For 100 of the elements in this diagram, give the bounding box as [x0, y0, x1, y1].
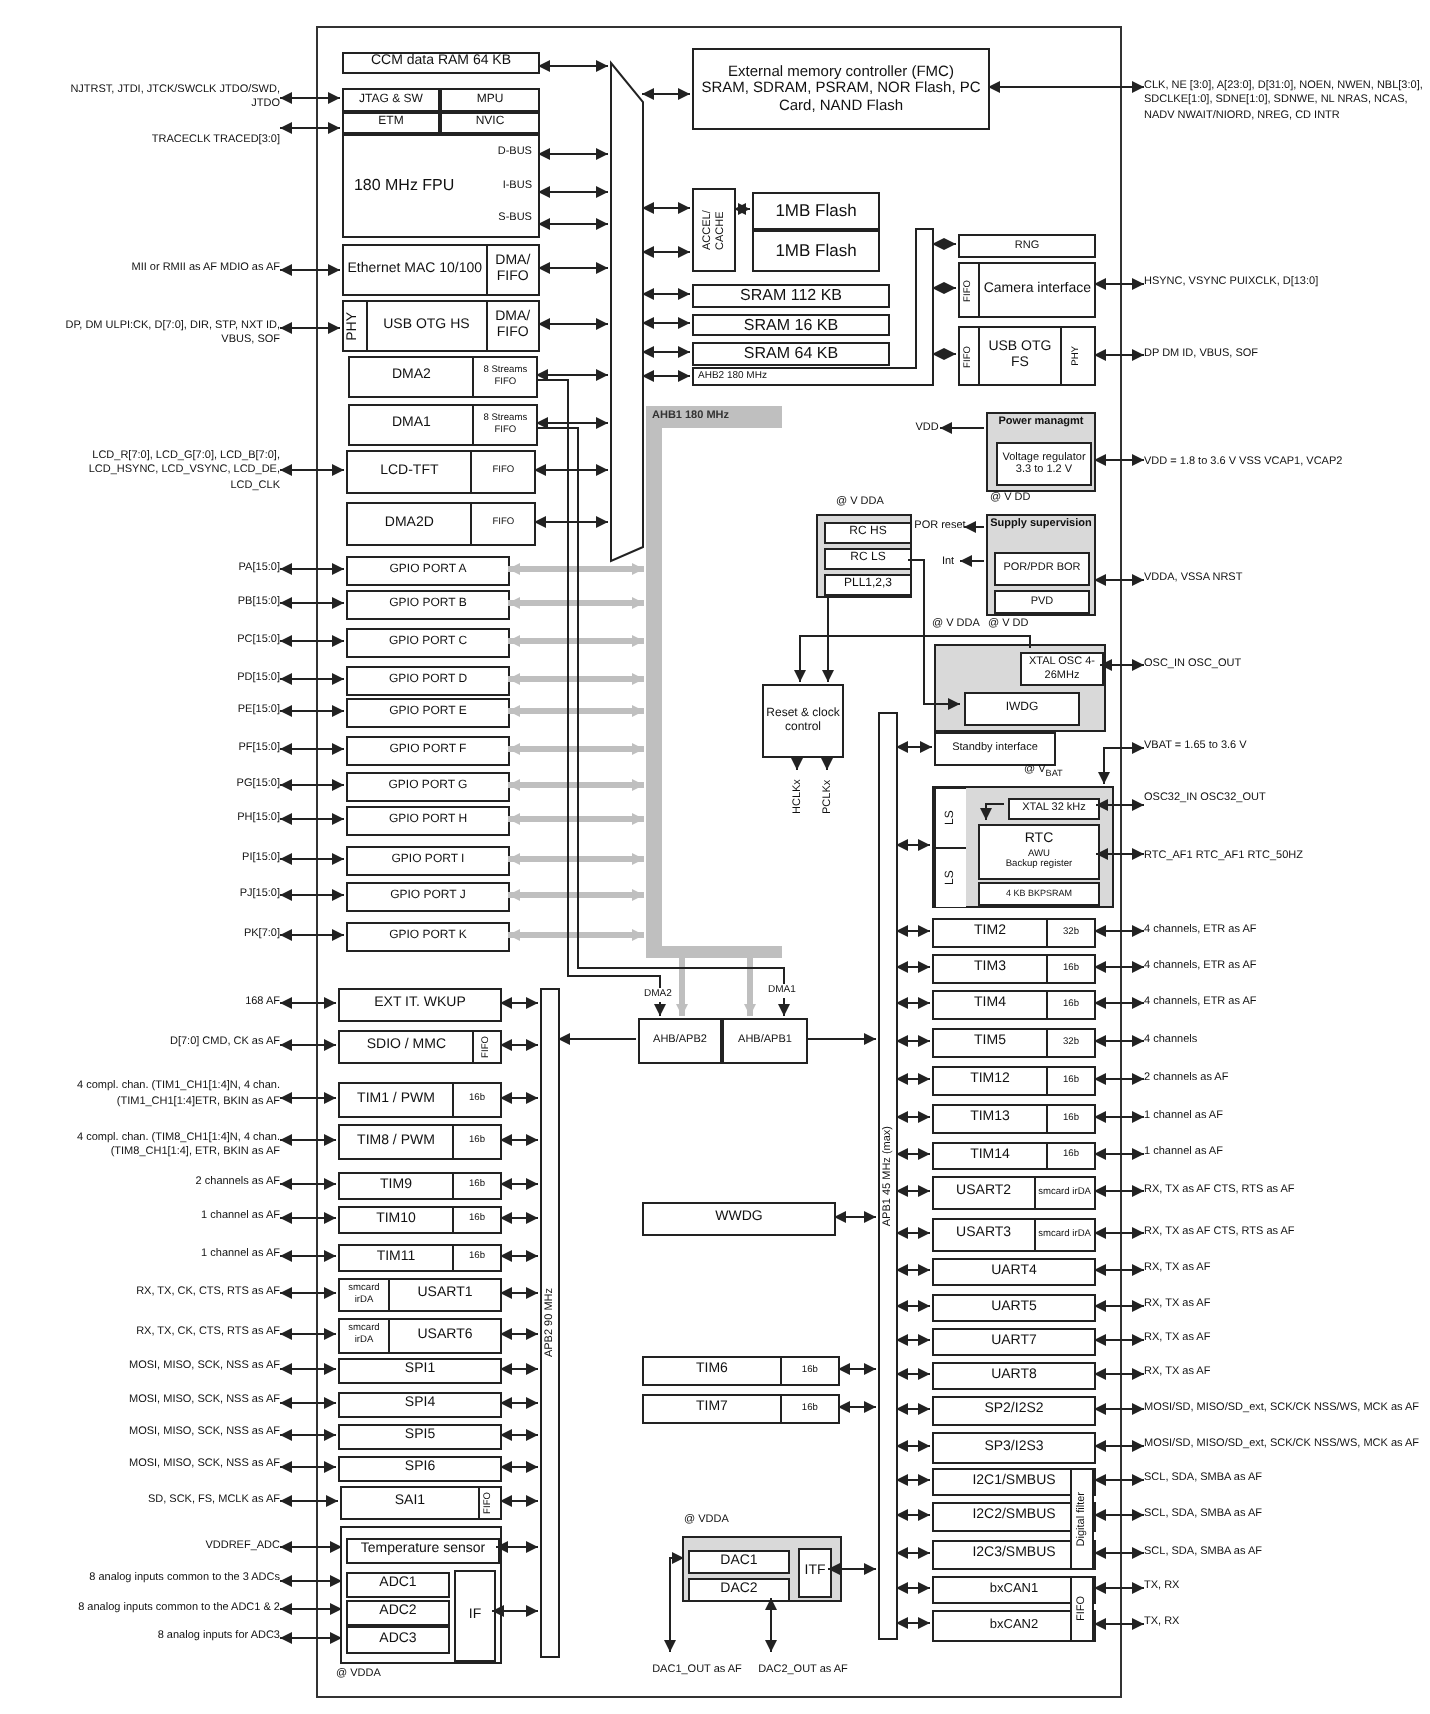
arrow [557, 1033, 637, 1045]
double-arrow [279, 1575, 343, 1587]
peripheral-block [346, 450, 536, 494]
double-arrow [833, 1211, 877, 1223]
double-arrow [1093, 961, 1145, 973]
bus-bar [878, 712, 898, 1640]
domain-box [682, 1536, 842, 1602]
double-arrow [508, 635, 644, 647]
peripheral-block [340, 1486, 502, 1520]
double-arrow [279, 1287, 337, 1299]
double-arrow [1093, 1368, 1145, 1380]
peripheral-block [342, 52, 540, 74]
double-arrow [508, 705, 644, 717]
peripheral-block [978, 882, 1100, 906]
peripheral-block [692, 188, 736, 272]
double-arrow [537, 148, 609, 160]
double-arrow [279, 322, 341, 334]
double-arrow [1093, 1185, 1145, 1197]
double-arrow [1093, 278, 1145, 290]
double-arrow [537, 262, 609, 274]
arrow [794, 635, 1031, 683]
peripheral-block [798, 1548, 832, 1598]
double-arrow [895, 1334, 931, 1346]
peripheral-block [346, 922, 510, 952]
block-label: SRAM 64 KB [743, 344, 839, 364]
peripheral-block [454, 1570, 496, 1662]
double-arrow [1093, 1440, 1145, 1452]
double-arrow [987, 81, 1145, 93]
peripheral-block [1070, 1576, 1094, 1642]
double-arrow [533, 516, 609, 528]
double-arrow [491, 1605, 539, 1617]
peripheral-block [978, 824, 1100, 880]
double-arrow [1093, 1073, 1145, 1085]
double-arrow [1095, 848, 1145, 860]
double-arrow [895, 1368, 931, 1380]
arrow [744, 956, 756, 1016]
double-arrow [279, 264, 341, 276]
peripheral-block [692, 284, 890, 308]
peripheral-block [338, 1124, 502, 1160]
double-arrow [1098, 742, 1145, 785]
double-arrow [279, 92, 341, 104]
arrow [821, 755, 833, 771]
domain-box [986, 514, 1096, 616]
double-arrow [1093, 1264, 1145, 1276]
peripheral-block [342, 88, 440, 112]
double-arrow [1093, 1403, 1145, 1415]
peripheral-block [440, 88, 540, 112]
double-arrow [279, 1495, 339, 1507]
double-arrow [895, 1474, 931, 1486]
double-arrow [279, 1250, 337, 1262]
peripheral-block [440, 112, 540, 134]
peripheral-block [346, 628, 510, 658]
double-arrow [895, 1617, 931, 1629]
peripheral-block [692, 48, 990, 130]
peripheral-block [346, 1600, 450, 1626]
double-arrow [508, 929, 644, 941]
double-arrow [895, 1264, 931, 1276]
double-arrow [499, 1287, 539, 1299]
peripheral-block [688, 1578, 790, 1602]
peripheral-block [692, 314, 890, 336]
double-arrow [1093, 1582, 1145, 1594]
double-arrow [499, 1178, 539, 1190]
peripheral-block [932, 918, 1096, 948]
peripheral-block [824, 522, 912, 544]
double-arrow [895, 1403, 931, 1415]
double-arrow [508, 673, 644, 685]
domain-box [932, 786, 1114, 908]
arrow [535, 427, 790, 1017]
peripheral-block [338, 1424, 502, 1450]
double-arrow [837, 1401, 877, 1413]
double-arrow [279, 1603, 343, 1615]
double-arrow [279, 813, 345, 825]
double-arrow [279, 1328, 337, 1340]
double-arrow [279, 1632, 343, 1644]
double-arrow [931, 348, 957, 360]
double-arrow [279, 1212, 337, 1224]
peripheral-block [338, 1244, 502, 1272]
double-arrow [279, 122, 341, 134]
double-arrow [837, 1363, 877, 1375]
peripheral-block [932, 1028, 1096, 1058]
double-arrow [508, 813, 644, 825]
peripheral-block [932, 1396, 1096, 1426]
double-arrow [641, 288, 691, 300]
peripheral-block [994, 552, 1090, 586]
peripheral-block [338, 1030, 502, 1064]
double-arrow [827, 1563, 877, 1575]
peripheral-block [932, 954, 1096, 984]
peripheral-block [346, 1572, 450, 1598]
double-arrow [499, 1495, 539, 1507]
double-arrow [279, 779, 345, 791]
double-arrow [1093, 454, 1145, 466]
double-arrow [1093, 925, 1145, 937]
arrow [676, 956, 688, 1016]
double-arrow [279, 1429, 337, 1441]
block-label: 1MB Flash [775, 241, 857, 261]
double-arrow [279, 1541, 343, 1553]
peripheral-block [346, 772, 510, 802]
peripheral-block [722, 1018, 808, 1064]
domain-box [816, 514, 912, 598]
chip-outline [316, 26, 1122, 1698]
